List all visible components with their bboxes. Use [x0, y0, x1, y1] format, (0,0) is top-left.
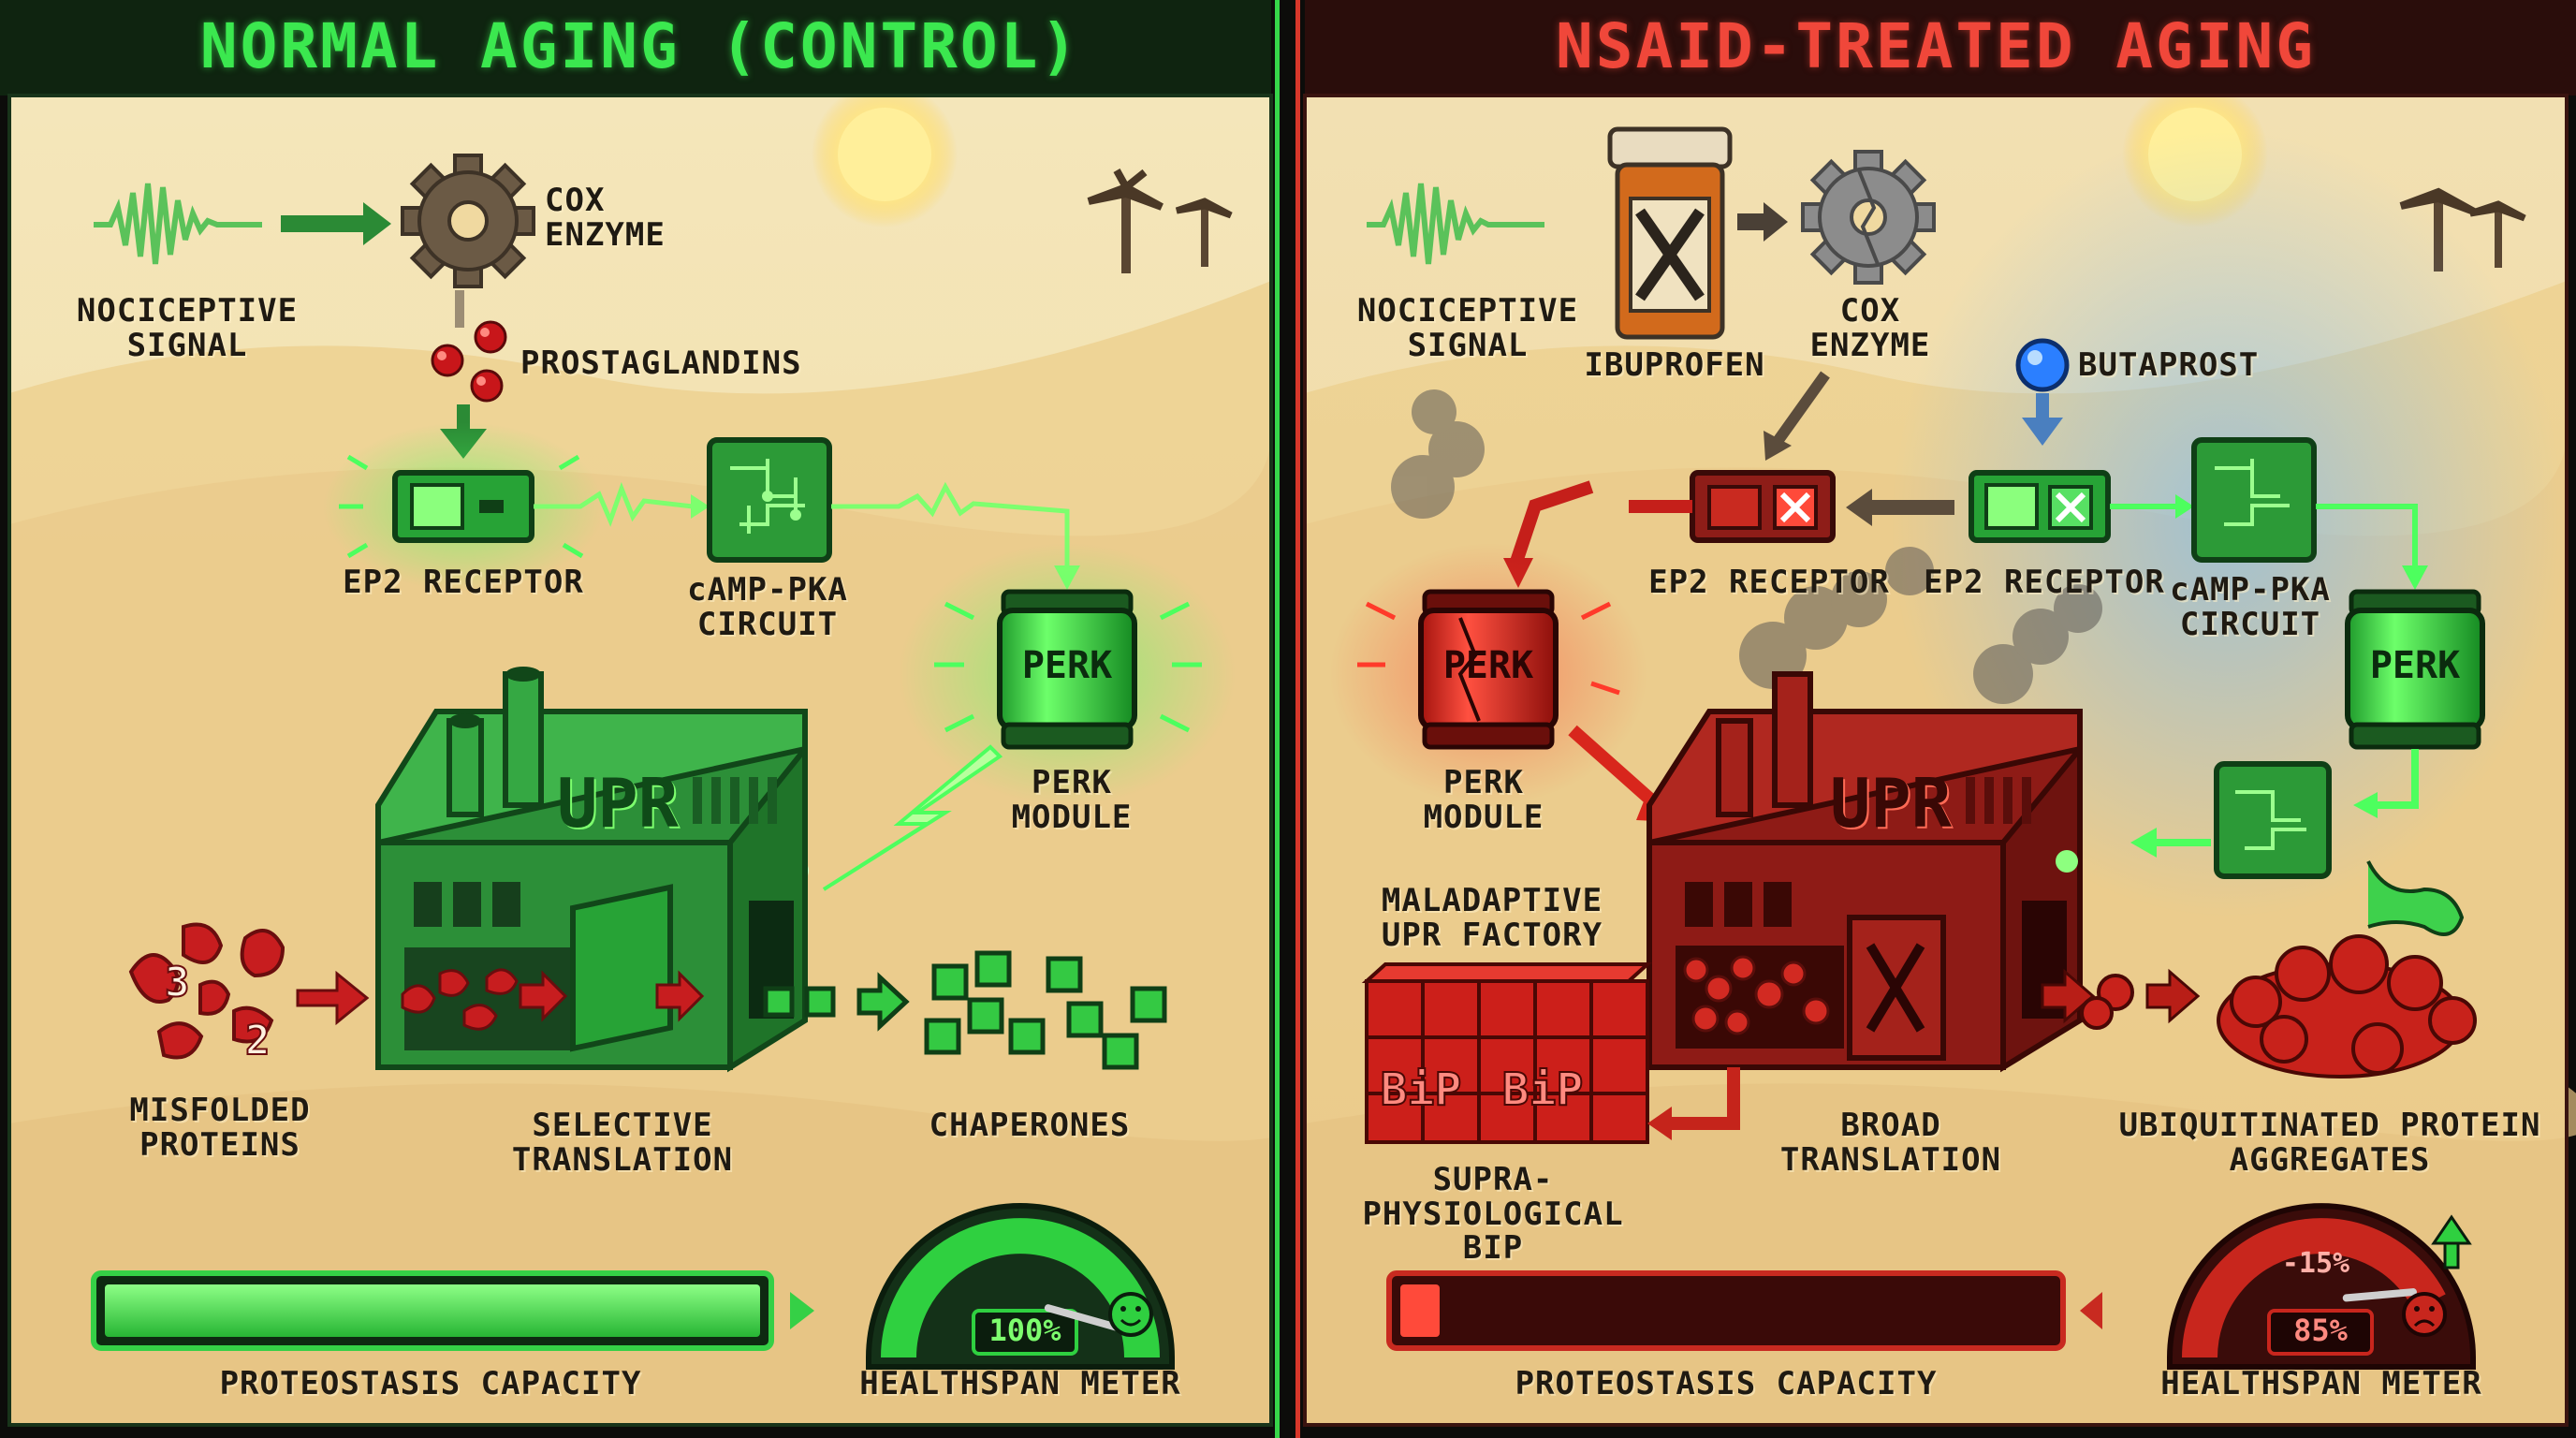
- broken-connector: [1510, 480, 1692, 565]
- upr-factory-label: UPR: [1829, 764, 1953, 843]
- smiley-icon: [1108, 1292, 1153, 1337]
- ep2-receptor-active: [1969, 470, 2111, 543]
- butaprost-molecule: [2015, 338, 2070, 446]
- label-maladaptive-factory: MALADAPTIVE UPR FACTORY: [1381, 882, 1603, 954]
- arrow-perk-to-factory-damaged: [1568, 725, 1661, 811]
- misfold-digit-three: 3: [165, 959, 190, 1006]
- camp-pka-chip: [2191, 437, 2317, 563]
- label-butaprost: BUTAPROST: [2078, 346, 2260, 384]
- label-healthspan-meter: HEALTHSPAN METER: [859, 1365, 1181, 1402]
- healthspan-delta: -15%: [2281, 1247, 2350, 1280]
- healthspan-meter-treated: [2167, 1203, 2476, 1370]
- proteostasis-bar-treated: [1386, 1270, 2102, 1351]
- camp-pka-chip: [707, 437, 832, 563]
- label-ep2-receptor-blocked: EP2 RECEPTOR: [1648, 564, 1890, 601]
- label-proteostasis-capacity: PROTEOSTASIS CAPACITY: [219, 1365, 642, 1402]
- arrow-signal-to-cox: [281, 202, 391, 245]
- label-supraphysiological-bip: SUPRA- PHYSIOLOGICAL BIP: [1362, 1161, 1624, 1268]
- perk-tank-label-active: PERK: [2369, 644, 2461, 687]
- signal-ep2-to-camp: [534, 481, 694, 527]
- label-nociceptive-signal: NOCICEPTIVE SIGNAL: [76, 292, 299, 364]
- proteostasis-bar-control: [91, 1270, 814, 1351]
- signal-camp-to-perk: [831, 481, 1070, 569]
- waveform-icon: [94, 183, 262, 265]
- palm-tree: [1087, 169, 1233, 273]
- control-title: NORMAL AGING (CONTROL): [199, 10, 1081, 82]
- label-selective-translation: SELECTIVE TRANSLATION: [511, 1107, 734, 1179]
- pill-bottle-icon: [1607, 126, 1733, 340]
- arrow-factory-to-bip: [1666, 1067, 1740, 1130]
- up-arrow-icon: [2431, 1214, 2472, 1269]
- perk-tank-active: [899, 543, 1236, 805]
- treated-title: NSAID-TREATED AGING: [1556, 10, 2316, 82]
- upr-factory-maladaptive: [1647, 671, 2083, 1073]
- signal-camp-to-perk: [2316, 504, 2418, 571]
- label-camp-pka-circuit: cAMP-PKA CIRCUIT: [2170, 571, 2331, 643]
- label-nociceptive-signal: NOCICEPTIVE SIGNAL: [1356, 292, 1579, 364]
- camp-pka-chip-secondary: [2214, 761, 2332, 879]
- label-perk-module: PERK MODULE: [1423, 764, 1544, 836]
- gear-icon: [401, 154, 535, 288]
- healthspan-meter-control: [866, 1203, 1175, 1370]
- aggregate-arrows: [2041, 968, 2201, 1024]
- label-ep2-receptor-active: EP2 RECEPTOR: [1924, 564, 2165, 601]
- treated-title-bar: [1295, 0, 2576, 95]
- label-perk-module: PERK MODULE: [1011, 764, 1133, 836]
- label-chaperones: CHAPERONES: [929, 1107, 1131, 1144]
- proteins-in-factory: [401, 968, 705, 1031]
- perk-tank-damaged: [1329, 543, 1647, 805]
- gear-icon: [1801, 150, 1936, 285]
- label-ubiquitinated-aggregates: UBIQUITINATED PROTEIN AGGREGATES: [2118, 1107, 2541, 1179]
- misfold-digit-two: 2: [245, 1017, 271, 1064]
- perk-tank-active: [2345, 589, 2485, 750]
- prostaglandin-molecules: [431, 320, 507, 403]
- label-camp-pka-circuit: cAMP-PKA CIRCUIT: [687, 571, 848, 643]
- misfolded-proteins: [128, 922, 285, 1060]
- arrow-ibuprofen-to-cox: [1737, 202, 1788, 242]
- label-ibuprofen: IBUPROFEN: [1584, 346, 1765, 384]
- green-blob: [2366, 860, 2465, 936]
- frown-icon: [2402, 1292, 2447, 1337]
- label-prostaglandins: PROSTAGLANDINS: [520, 345, 802, 382]
- label-misfolded-proteins: MISFOLDED PROTEINS: [129, 1092, 311, 1164]
- label-broad-translation: BROAD TRANSLATION: [1779, 1107, 2002, 1179]
- waveform-icon: [1367, 183, 1544, 265]
- arrow-cox-to-ep2: [1774, 371, 1830, 444]
- lightning-bolt: [822, 744, 1003, 891]
- label-cox-enzyme: COX ENZYME: [545, 182, 666, 254]
- bip-label: BiP: [1381, 1064, 1462, 1116]
- chaperone-output: [763, 950, 1167, 1070]
- label-ep2-receptor: EP2 RECEPTOR: [343, 564, 584, 601]
- healthspan-value: 100%: [988, 1313, 1061, 1348]
- perk-tank-label-damaged: PERK: [1442, 644, 1534, 687]
- signal-perk-to-chip: [2374, 749, 2419, 809]
- healthspan-value: 85%: [2293, 1313, 2348, 1348]
- label-cox-enzyme: COX ENZYME: [1809, 292, 1931, 364]
- bip-label: BiP: [1502, 1064, 1584, 1116]
- bip-blocks: [1361, 962, 1653, 1144]
- label-proteostasis-capacity: PROTEOSTASIS CAPACITY: [1515, 1365, 1938, 1402]
- arrow-to-blocked-ep2: [1846, 489, 1954, 526]
- control-title-bar: [0, 0, 1281, 95]
- ep2-receptor-active: [323, 422, 604, 591]
- arrow-misfolded-to-factory: [296, 970, 370, 1026]
- ep2-receptor-blocked: [1690, 470, 1836, 543]
- label-healthspan-meter: HEALTHSPAN METER: [2160, 1365, 2482, 1402]
- upr-factory-control: [375, 667, 808, 1073]
- ubiquitinated-aggregates: [2080, 934, 2477, 1078]
- perk-tank-label: PERK: [1021, 644, 1113, 687]
- upr-factory-label: UPR: [556, 764, 680, 843]
- panel-divider: [1271, 0, 1305, 1438]
